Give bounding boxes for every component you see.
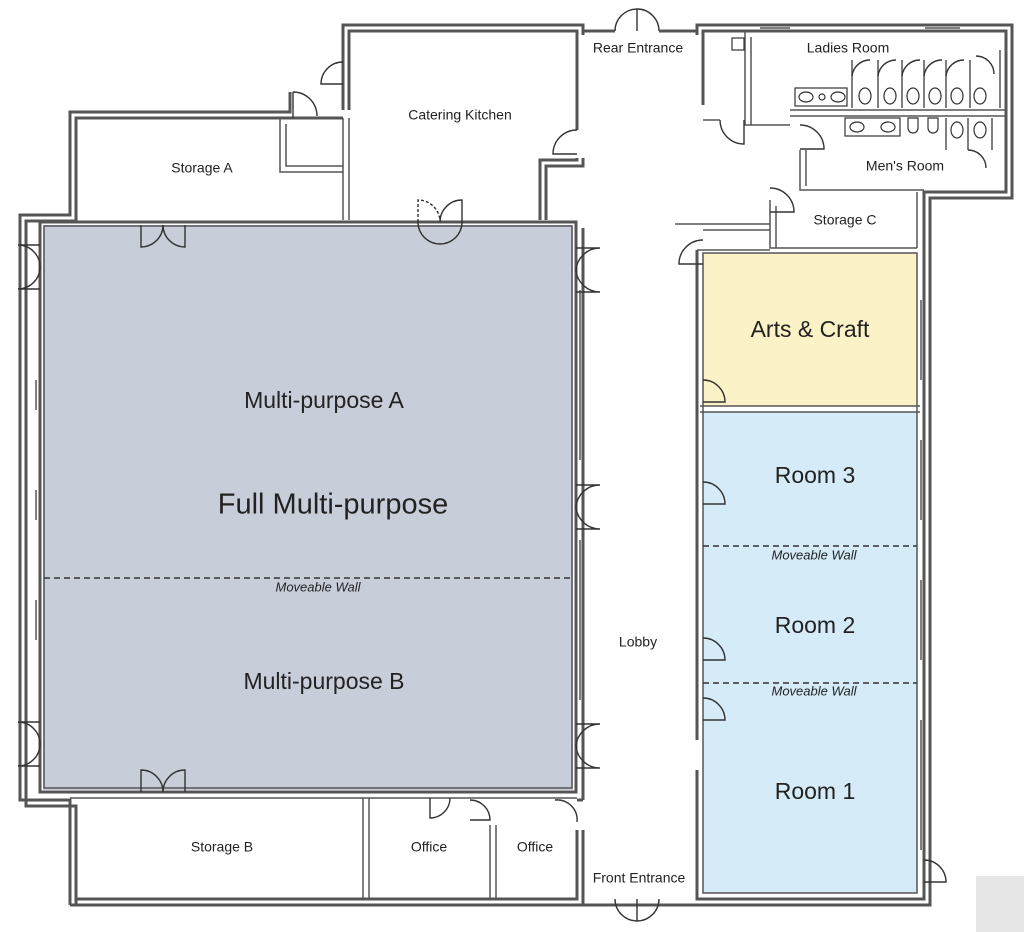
door-kitchen-left[interactable] [320, 61, 344, 85]
door-front-entrance[interactable] [614, 898, 660, 922]
label-storage-a: Storage A [171, 160, 233, 176]
label-ladies-room: Ladies Room [807, 40, 890, 56]
door-multipurpose-left-upper[interactable] [17, 244, 41, 290]
room-3-area[interactable] [703, 412, 917, 546]
label-storage-c: Storage C [813, 212, 876, 228]
door-storage-c[interactable] [769, 187, 795, 213]
label-full-multipurpose: Full Multi-purpose [218, 489, 448, 521]
door-multipurpose-right-lower[interactable] [575, 723, 601, 769]
door-room-3[interactable] [702, 481, 726, 505]
door-multipurpose-right-upper[interactable] [575, 247, 601, 293]
restroom-fixtures [731, 37, 1001, 169]
door-ladies-room[interactable] [719, 119, 745, 145]
door-kitchen-multipurpose[interactable] [417, 199, 463, 245]
door-multipurpose-right-middle[interactable] [575, 484, 601, 530]
door-closet-storage-a[interactable] [292, 91, 318, 118]
room-1-area[interactable] [703, 683, 917, 893]
label-lobby: Lobby [619, 634, 657, 650]
arts-craft-area[interactable] [703, 253, 917, 406]
label-moveable-wall-rooms-upper: Moveable Wall [771, 547, 857, 562]
door-storage-a[interactable] [140, 224, 186, 248]
door-closet-c[interactable] [678, 239, 704, 265]
door-storage-b[interactable] [140, 769, 186, 793]
label-room-3: Room 3 [775, 462, 856, 488]
label-moveable-wall-multipurpose: Moveable Wall [275, 579, 361, 594]
label-catering-kitchen: Catering Kitchen [408, 107, 512, 123]
right-wing-walls [583, 23, 1014, 907]
label-storage-b: Storage B [191, 839, 253, 855]
door-multipurpose-left-lower[interactable] [17, 721, 41, 767]
corner-marker [976, 876, 1024, 932]
door-room-1[interactable] [702, 697, 726, 721]
door-mens-room[interactable] [799, 124, 825, 150]
door-office-right[interactable] [469, 799, 578, 823]
label-mens-room: Men's Room [866, 158, 944, 174]
multipurpose-area[interactable] [43, 225, 573, 790]
door-arts-craft[interactable] [702, 379, 726, 403]
label-rear-entrance: Rear Entrance [593, 40, 683, 56]
door-office-left[interactable] [429, 797, 451, 819]
label-room-2: Room 2 [775, 612, 856, 638]
label-front-entrance: Front Entrance [593, 870, 686, 886]
label-office-left: Office [411, 839, 448, 855]
label-arts-craft: Arts & Craft [751, 316, 870, 342]
label-multipurpose-a: Multi-purpose A [244, 387, 404, 413]
label-office-right: Office [517, 839, 554, 855]
room-2-area[interactable] [703, 546, 917, 683]
left-wing-walls [18, 23, 585, 907]
door-kitchen-right[interactable] [552, 129, 578, 155]
label-moveable-wall-rooms-lower: Moveable Wall [771, 683, 857, 698]
door-room-1-exterior[interactable] [923, 859, 947, 883]
label-multipurpose-b: Multi-purpose B [243, 668, 404, 694]
door-room-2[interactable] [702, 637, 726, 661]
door-rear-entrance[interactable] [583, 8, 697, 33]
label-room-1: Room 1 [775, 778, 856, 804]
